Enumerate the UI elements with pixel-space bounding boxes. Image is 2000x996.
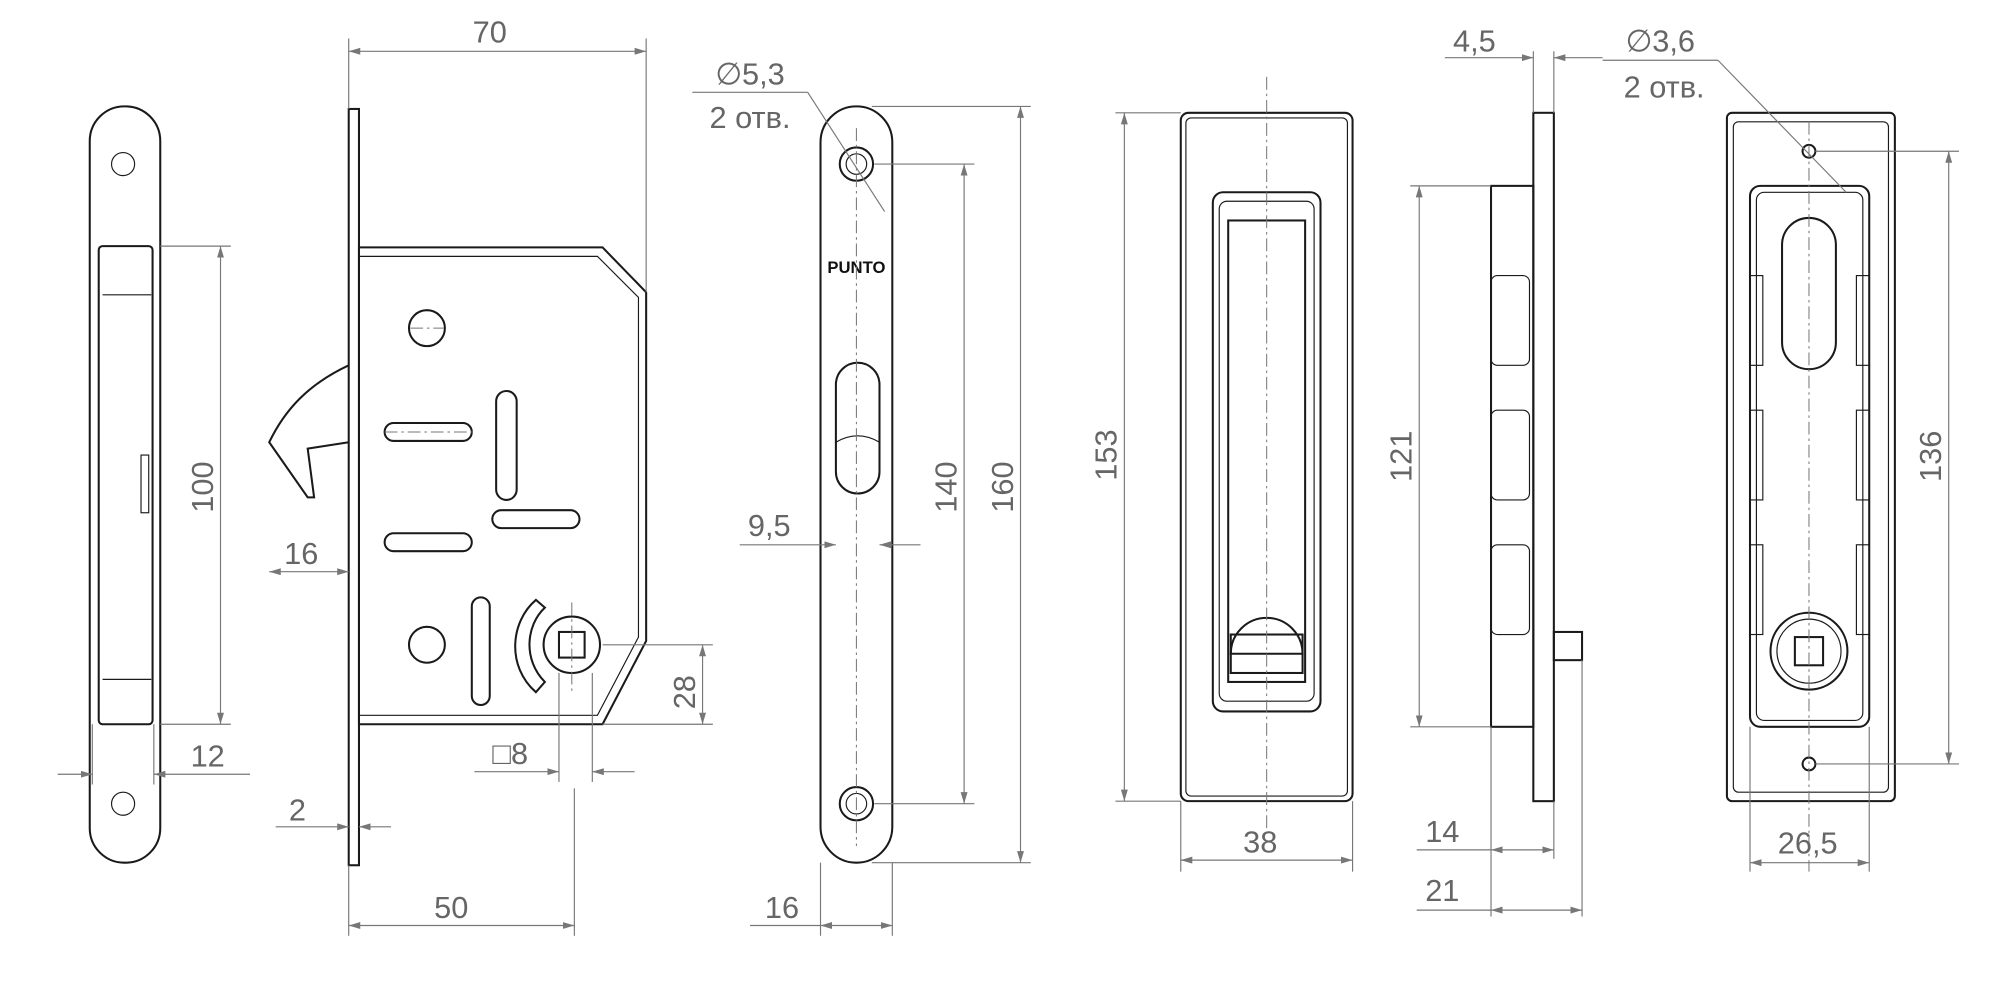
side-body-height-label: 121 [1384, 431, 1419, 482]
handle-height-label: 153 [1089, 429, 1124, 480]
strike-plate: 100 12 [57, 105, 251, 864]
hook-projection-label: 16 [284, 536, 318, 571]
faceplate-length-label: 160 [985, 461, 1020, 512]
back-hole-diameter-label: ∅3,6 [1625, 23, 1695, 58]
faceplate-hole-diameter-label: ∅5,3 [715, 57, 785, 92]
faceplate-hole-count-label: 2 отв. [709, 100, 790, 135]
spindle-offset-label: 28 [667, 675, 702, 709]
total-depth-label: 21 [1425, 873, 1459, 908]
handle-back-view: ∅3,6 2 отв. 136 26,5 [1602, 23, 1959, 872]
depth-label: 14 [1425, 814, 1459, 849]
faceplate-thickness-label: 2 [289, 792, 306, 827]
faceplate: PUNTO ∅5,3 2 отв. 140 160 9,5 16 [692, 57, 1031, 936]
handle-width-label: 38 [1243, 824, 1277, 859]
handle-side-view: 4,5 121 14 21 [1384, 23, 1603, 917]
spindle-square-label: □8 [492, 736, 528, 771]
plate-thickness-label: 4,5 [1453, 23, 1496, 58]
back-hole-count-label: 2 отв. [1624, 69, 1705, 104]
hole-spacing-label: 140 [928, 461, 963, 512]
strike-width-label: 12 [191, 739, 225, 774]
back-hole-offset-label: 26,5 [1778, 826, 1838, 861]
backset-label: 50 [434, 890, 468, 925]
strike-height-label: 100 [185, 461, 220, 512]
lock-body: 70 16 2 50 28 □8 [268, 14, 713, 936]
backset-width-label: 70 [473, 14, 507, 49]
slot-width-label: 9,5 [748, 508, 791, 543]
faceplate-width-label: 16 [765, 890, 799, 925]
back-hole-spacing-label: 136 [1913, 431, 1948, 482]
handle-front-view: 153 38 [1089, 76, 1354, 872]
